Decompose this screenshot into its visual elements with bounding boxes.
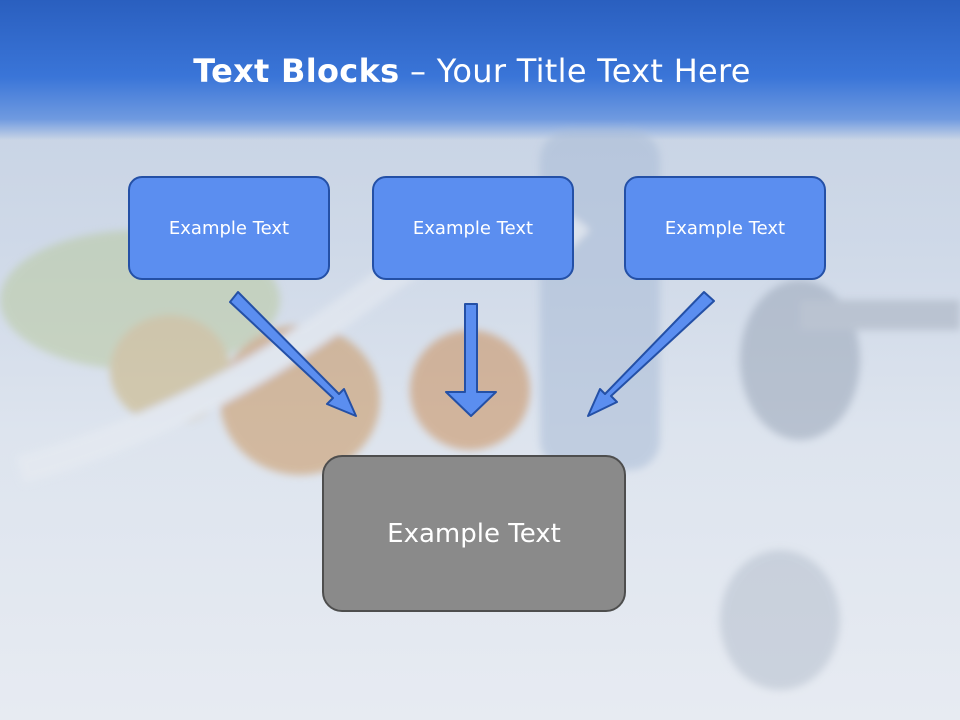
title-separator: – [399,52,437,90]
result-text-block[interactable]: Example Text [322,455,626,612]
arrow-right-down [587,291,715,417]
title-bold: Text Blocks [193,52,400,90]
text-block-1[interactable]: Example Text [128,176,330,280]
text-block-2[interactable]: Example Text [372,176,574,280]
text-block-3[interactable]: Example Text [624,176,826,280]
header-band [0,0,960,140]
arrow-down [445,303,497,417]
title-rest: Your Title Text Here [436,52,751,90]
slide-title: Text Blocks – Your Title Text Here [0,52,944,90]
arrow-left-down [229,291,357,417]
